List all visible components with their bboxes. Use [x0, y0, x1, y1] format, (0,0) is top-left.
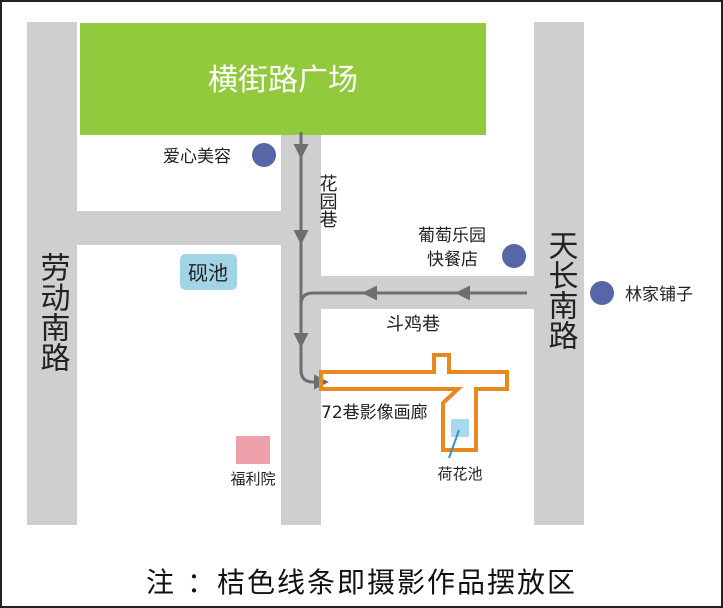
- aixin-meirong-label: 爱心美容: [163, 147, 231, 167]
- route-arrows: [293, 132, 527, 390]
- road-tianchang-nanlu: [534, 22, 584, 525]
- putao-leyuan-label-line2: 快餐店: [427, 250, 478, 270]
- lotus-pond-pointer: [448, 429, 460, 459]
- fuliyuan-label: 福利院: [230, 470, 275, 488]
- arrow-to-gallery: [299, 345, 329, 390]
- putao-leyuan-marker: [502, 244, 526, 268]
- huayuan-xiang-label: 花园巷: [317, 174, 338, 228]
- laodong-nanlu-label: 劳动南路: [35, 252, 70, 372]
- linjia-puzi-marker: [590, 281, 614, 305]
- arrow-left-3: [299, 291, 365, 306]
- lotus-pond-label: 荷花池: [437, 465, 482, 483]
- plaza-block: [80, 23, 486, 135]
- aixin-meirong-marker: [252, 143, 276, 167]
- douji-xiang-label: 斗鸡巷: [386, 314, 440, 335]
- linjia-puzi-label: 林家铺子: [625, 285, 693, 305]
- road-laodong-nanlu: [27, 22, 77, 525]
- putao-leyuan-label-line1: 葡萄乐园: [418, 226, 486, 246]
- yanchi-box: [180, 254, 237, 290]
- yanchi-label: 砚池: [188, 261, 228, 285]
- exhibition-area-outline: [319, 353, 509, 452]
- lotus-pond-box: [451, 419, 469, 437]
- gallery-label: 72巷影像画廊: [321, 403, 428, 423]
- road-upper-horizontal: [77, 211, 281, 245]
- plaza-label: 横街路广场: [208, 63, 358, 98]
- fuliyuan-box: [236, 436, 270, 464]
- map-caption: 注 ：桔色线条即摄影作品摆放区: [146, 565, 577, 599]
- tianchang-nanlu-label: 天长南路: [543, 230, 578, 350]
